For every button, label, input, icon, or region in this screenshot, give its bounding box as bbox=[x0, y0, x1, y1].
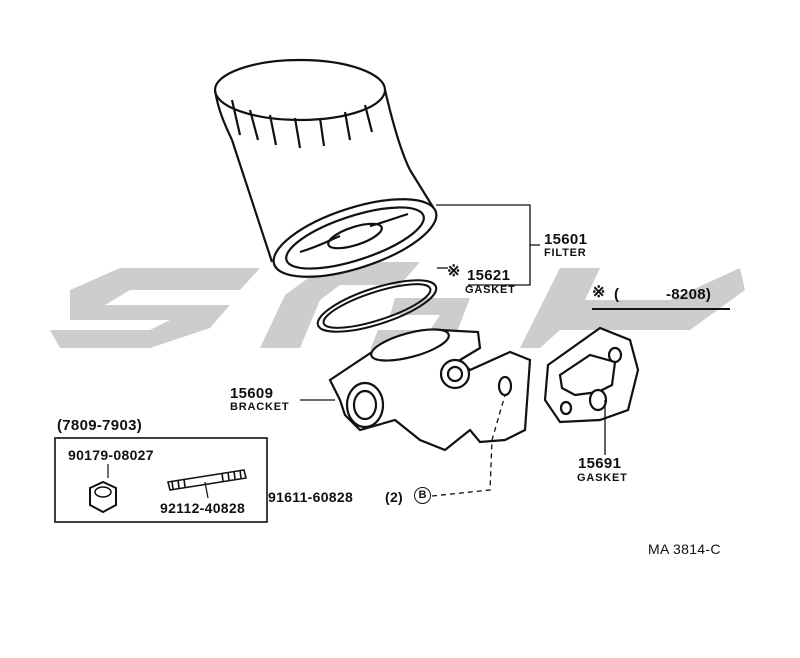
kit-box bbox=[54, 437, 268, 523]
filter-gasket-mark: ※ bbox=[447, 263, 461, 280]
bolt-ref-wrap: B bbox=[414, 487, 431, 504]
kit-date-range: (7809-7903) bbox=[57, 417, 143, 434]
filter-part-name: FILTER bbox=[544, 247, 587, 259]
diagram-code: MA 3814-C bbox=[648, 541, 721, 557]
bracket-illustration bbox=[328, 328, 532, 452]
leader-lines bbox=[300, 204, 730, 497]
filter-gasket-part-name: GASKET bbox=[465, 284, 516, 296]
bracket-gasket-part-name: GASKET bbox=[577, 472, 628, 484]
bracket-part-number: 15609 bbox=[230, 385, 274, 402]
filter-gasket-part-number: 15621 bbox=[467, 267, 511, 284]
bracket-gasket-illustration bbox=[543, 326, 640, 424]
stud-illustration bbox=[167, 469, 247, 499]
date-note-open: ( bbox=[614, 286, 620, 303]
filter-part-number: 15601 bbox=[544, 231, 588, 248]
filter-gasket-illustration bbox=[316, 279, 438, 333]
date-note-range: -8208) bbox=[666, 286, 712, 303]
bolt-ref-badge: B bbox=[414, 487, 431, 504]
date-note-mark: ※ bbox=[592, 284, 606, 301]
nut-part-number: 90179-08027 bbox=[68, 447, 154, 463]
oil-filter-illustration bbox=[213, 58, 438, 278]
bracket-gasket-part-number: 15691 bbox=[578, 455, 622, 472]
bolt-part-number: 91611-60828 bbox=[268, 489, 354, 505]
stud-part-number: 92112-40828 bbox=[160, 500, 246, 516]
bracket-part-name: BRACKET bbox=[230, 401, 290, 413]
bolt-quantity: (2) bbox=[385, 489, 404, 505]
